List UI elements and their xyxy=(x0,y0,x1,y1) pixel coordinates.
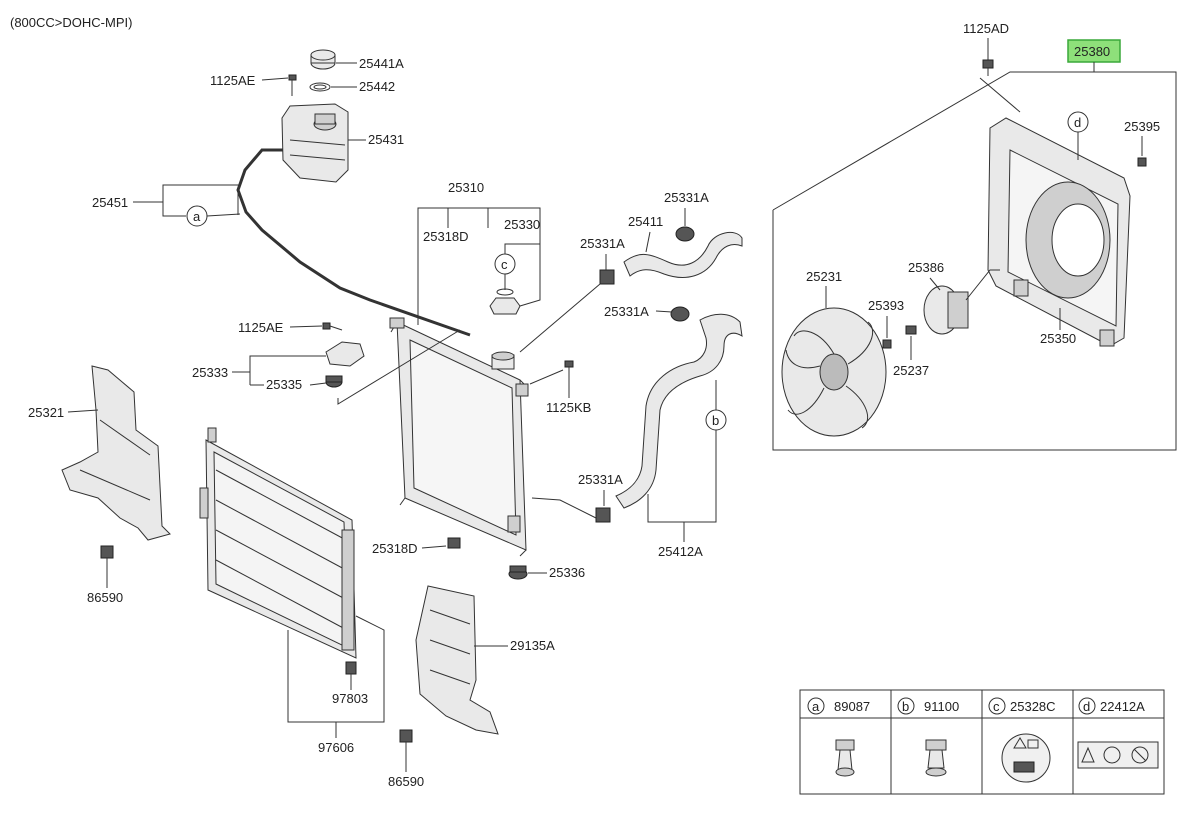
drain-plug-25318D[interactable] xyxy=(447,537,461,549)
engine-spec-header: (800CC>DOHC-MPI) xyxy=(10,15,132,30)
legend-letter-c: c xyxy=(993,699,1000,714)
label-25331A-c: 25331A xyxy=(604,304,649,319)
reservoir-hose-25451[interactable] xyxy=(236,148,471,337)
label-1125AE-top: 1125AE xyxy=(210,73,256,88)
clamp-25331A-upper-b[interactable] xyxy=(675,226,695,242)
label-25395: 25395 xyxy=(1124,119,1160,134)
label-29135A: 29135A xyxy=(510,638,555,653)
legend-cell-c[interactable]: c 25328C xyxy=(988,697,1056,783)
clamp-25331A-upper-a[interactable] xyxy=(599,269,615,285)
label-1125AD: 1125AD xyxy=(963,21,1009,36)
clamp-25331A-lower-a[interactable] xyxy=(670,306,690,322)
label-25310: 25310 xyxy=(448,180,484,195)
legend-part-25328C: 25328C xyxy=(1010,699,1056,714)
label-25441A: 25441A xyxy=(359,56,404,71)
label-25318D-top: 25318D xyxy=(423,229,469,244)
air-guard-29135A[interactable] xyxy=(415,585,499,735)
label-25231: 25231 xyxy=(806,269,842,284)
air-guard-25321[interactable] xyxy=(61,365,171,541)
nut-86590-left[interactable] xyxy=(100,545,114,559)
insulator-25335[interactable] xyxy=(325,375,343,388)
upper-hose-25411[interactable] xyxy=(623,231,743,278)
label-25321: 25321 xyxy=(28,405,64,420)
legend-part-22412A: 22412A xyxy=(1100,699,1145,714)
callout-c-letter: c xyxy=(501,257,508,272)
label-97803: 97803 xyxy=(332,691,368,706)
legend-part-89087: 89087 xyxy=(834,699,870,714)
legend-cell-b[interactable]: b 91100 xyxy=(897,697,959,777)
callout-a-letter: a xyxy=(193,209,201,224)
label-25412A: 25412A xyxy=(658,544,703,559)
fan-shroud-25350[interactable] xyxy=(987,117,1131,347)
reservoir-tank-25431[interactable] xyxy=(281,103,349,183)
label-25237: 25237 xyxy=(893,363,929,378)
bolt-1125AE-mid[interactable] xyxy=(322,322,343,331)
bolt-1125AD[interactable] xyxy=(982,59,994,76)
clip-icon-89087 xyxy=(835,739,855,777)
label-25431: 25431 xyxy=(368,132,404,147)
nut-25393[interactable] xyxy=(882,339,892,349)
label-25411: 25411 xyxy=(628,214,663,229)
bracket-25333[interactable] xyxy=(325,341,365,367)
label-25386: 25386 xyxy=(908,260,944,275)
radiator-filler-neck[interactable] xyxy=(491,351,515,370)
label-25336: 25336 xyxy=(549,565,585,580)
warning-label-icon-25328C xyxy=(1001,733,1051,783)
bolt-1125KB[interactable] xyxy=(564,360,574,386)
clamp-25331A-lower-b[interactable] xyxy=(595,507,611,523)
label-25335: 25335 xyxy=(266,377,302,392)
legend-cell-a[interactable]: a 89087 xyxy=(807,697,870,777)
radiator-cap-25330[interactable] xyxy=(489,288,521,315)
label-97606: 97606 xyxy=(318,740,354,755)
label-25331A-a: 25331A xyxy=(664,190,709,205)
label-25350: 25350 xyxy=(1040,331,1076,346)
label-25331A-b: 25331A xyxy=(580,236,625,251)
label-25330: 25330 xyxy=(504,217,540,232)
label-25442: 25442 xyxy=(359,79,395,94)
label-25318D-bot: 25318D xyxy=(372,541,418,556)
screw-25395[interactable] xyxy=(1137,157,1147,167)
callout-b-letter: b xyxy=(712,413,719,428)
callout-d-letter: d xyxy=(1074,115,1081,130)
mount-insulator-25336[interactable] xyxy=(508,565,528,580)
label-25393: 25393 xyxy=(868,298,904,313)
legend-letter-a: a xyxy=(812,699,820,714)
fan-blade-25231[interactable] xyxy=(781,307,887,437)
nut-86590-bottom[interactable] xyxy=(399,729,413,743)
legend-cell-d[interactable]: d 22412A xyxy=(1077,697,1159,769)
reservoir-seal-25442[interactable] xyxy=(309,82,331,92)
lower-hose-25412A[interactable] xyxy=(615,313,743,509)
legend-part-91100: 91100 xyxy=(924,699,959,714)
bolt-1125AE-top[interactable] xyxy=(288,74,297,96)
condenser-cap-97803[interactable] xyxy=(345,661,357,675)
label-1125AE-mid: 1125AE xyxy=(238,320,284,335)
label-1125KB: 1125KB xyxy=(546,400,591,415)
warning-label-icon-22412A xyxy=(1077,741,1159,769)
label-25333: 25333 xyxy=(192,365,228,380)
legend-letter-d: d xyxy=(1083,699,1090,714)
clip-icon-91100 xyxy=(925,739,947,777)
condenser-97606[interactable] xyxy=(199,427,357,659)
legend-letter-b: b xyxy=(902,699,909,714)
label-86590-bottom: 86590 xyxy=(388,774,424,789)
clip-25237[interactable] xyxy=(905,325,917,335)
label-25451: 25451 xyxy=(92,195,128,210)
label-86590-left: 86590 xyxy=(87,590,123,605)
label-25380: 25380 xyxy=(1074,44,1110,59)
fan-motor-25386[interactable] xyxy=(923,269,1000,335)
reservoir-cap-25441A[interactable] xyxy=(310,49,336,70)
label-25331A-d: 25331A xyxy=(578,472,623,487)
radiator-25310[interactable] xyxy=(389,317,529,557)
